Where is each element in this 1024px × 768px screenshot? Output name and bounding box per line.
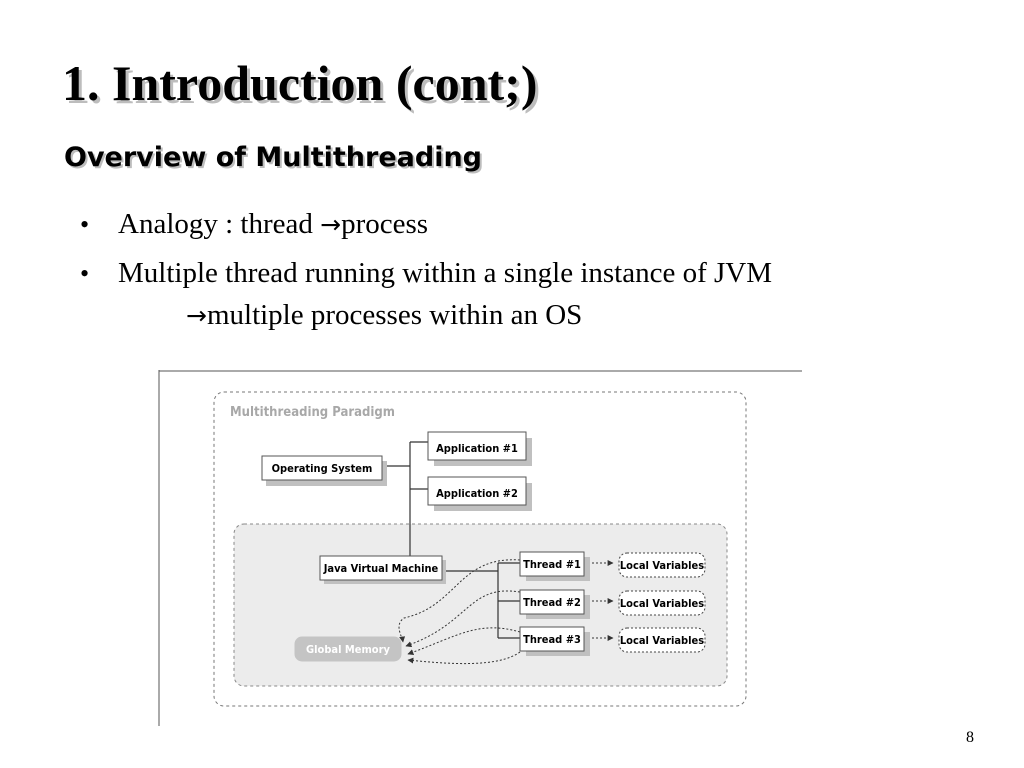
jvm-box	[319, 555, 443, 581]
connector-lines	[382, 441, 520, 639]
local-vars2-label: Local Variables	[620, 597, 704, 610]
bullet-marker: •	[80, 210, 90, 239]
bullet-marker: •	[80, 259, 90, 288]
arrow-icon: →	[320, 210, 342, 239]
paradigm-border	[213, 391, 747, 707]
slide-subtitle: Overview of Multithreading	[64, 142, 482, 173]
local-vars2-box	[618, 590, 706, 616]
thread1-box	[519, 551, 585, 577]
jvm-label: Java Virtual Machine	[323, 562, 439, 575]
arrow-icon: →	[186, 301, 207, 330]
paradigm-title: Multithreading Paradigm	[230, 405, 395, 420]
bullet-text: Analogy : thread →process	[118, 210, 428, 239]
bullet-text-line2-wrap: →multiple processes within an OS	[186, 301, 582, 330]
thread3-box	[519, 626, 585, 652]
app2-box	[427, 476, 527, 506]
thread1-label: Thread #1	[523, 558, 581, 571]
app2-label: Application #2	[436, 487, 518, 500]
local-vars3-box	[618, 627, 706, 653]
slide-title: 1. Introduction (cont;)	[62, 55, 538, 111]
thread2-box	[519, 589, 585, 615]
bullet-text-prefix: Analogy : thread	[118, 208, 321, 240]
app1-label: Application #1	[436, 442, 518, 455]
thread3-label: Thread #3	[523, 633, 581, 646]
local-vars3-label: Local Variables	[620, 634, 704, 647]
multithreading-diagram: Multithreading Paradigm Opera	[158, 370, 802, 726]
bullet-text-line2: multiple processes within an OS	[206, 299, 583, 331]
thread2-label: Thread #2	[523, 596, 581, 609]
app1-box	[427, 431, 527, 461]
os-box	[261, 455, 383, 481]
os-label: Operating System	[272, 462, 373, 475]
bullet-text-line1: Multiple thread running within a single …	[118, 257, 773, 289]
global-memory-box	[294, 636, 402, 662]
global-memory-arrows	[398, 559, 521, 665]
page-number: 8	[966, 729, 974, 746]
local-vars1-label: Local Variables	[620, 559, 704, 572]
bullet-text-suffix: process	[341, 208, 429, 240]
global-memory-label: Global Memory	[306, 643, 390, 656]
local-vars1-box	[618, 552, 706, 578]
